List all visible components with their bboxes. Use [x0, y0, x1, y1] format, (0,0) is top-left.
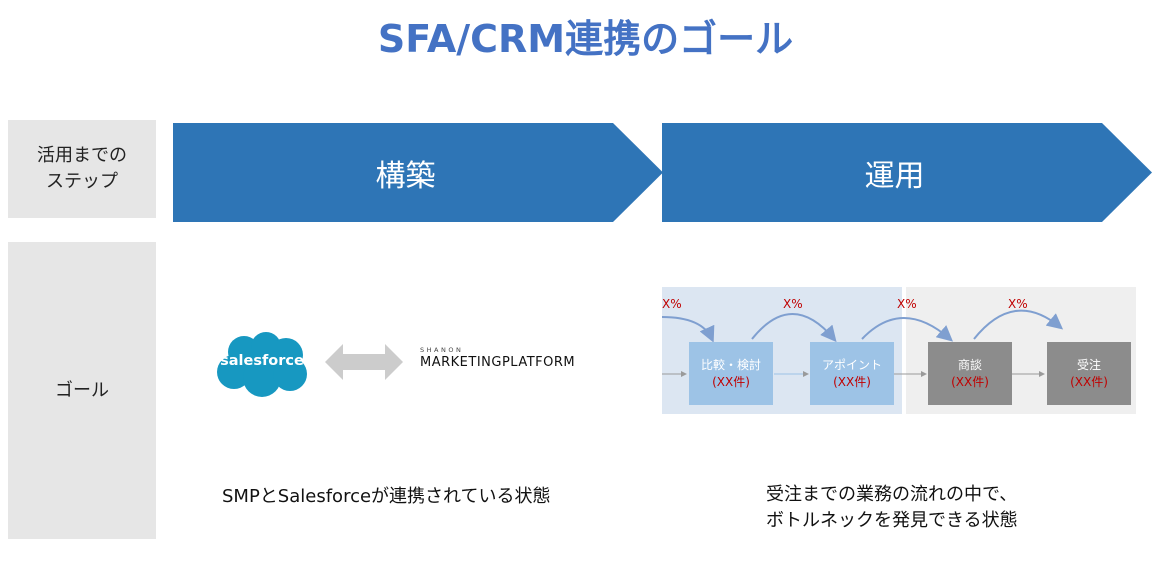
operation-goal-description: 受注までの業務の流れの中で、 ボトルネックを発見できる状態 [766, 482, 1018, 534]
conversion-rate-4: X% [1008, 297, 1028, 311]
step-label-build: 構築 [375, 158, 436, 194]
salesforce-logo-text: salesforce [220, 353, 304, 369]
row-label-goal: ゴール [8, 242, 156, 539]
smp-logo-small: SHANON [420, 346, 464, 354]
salesforce-cloud-icon [217, 332, 307, 397]
page-title: SFA/CRM連携のゴール [377, 17, 794, 61]
flow-step-name: 受注 [1076, 357, 1101, 372]
flow-connectors [662, 309, 1064, 377]
step-arrow-build-shape [173, 123, 663, 222]
flow-step-order: 受注 (XX件) [1047, 342, 1131, 405]
row-label-steps-line1: 活用までの [37, 145, 127, 166]
smp-logo: SHANON MARKETINGPLATFORM [420, 346, 575, 370]
conversion-rate-1: X% [662, 297, 682, 311]
step-label-operation: 運用 [864, 158, 925, 194]
salesforce-logo: salesforce [214, 330, 310, 398]
step-arrow-build: 構築 [173, 123, 663, 222]
rate-curve-2 [751, 313, 837, 343]
flow-step-name: 商談 [957, 357, 982, 372]
flow-step-count: (XX件) [712, 374, 750, 389]
rate-curve-4 [973, 309, 1064, 340]
flow-step-name: アポイント [821, 357, 882, 372]
flow-step-comparison: 比較・検討 (XX件) [689, 342, 773, 405]
smp-logo-main: MARKETINGPLATFORM [420, 355, 576, 370]
operation-goal-description-line1: 受注までの業務の流れの中で、 [766, 484, 1018, 505]
flow-step-count: (XX件) [1070, 374, 1108, 389]
flow-step-name: 比較・検討 [700, 357, 761, 372]
flow-step-negotiation: 商談 (XX件) [928, 342, 1012, 405]
flow-step-count: (XX件) [833, 374, 871, 389]
flow-step-appointment: アポイント (XX件) [810, 342, 894, 405]
step-arrow-operation-shape [662, 123, 1152, 222]
conversion-rate-2: X% [783, 297, 803, 311]
bidirectional-arrow-icon [325, 344, 403, 380]
rate-curve-3 [861, 317, 954, 342]
flow-step-count: (XX件) [951, 374, 989, 389]
step-arrow-operation: 運用 [662, 123, 1152, 222]
operation-goal-description-line2: ボトルネックを発見できる状態 [766, 510, 1018, 531]
rate-curve-1 [662, 316, 715, 343]
conversion-rate-3: X% [897, 297, 917, 311]
row-label-steps: 活用までの ステップ [8, 120, 156, 218]
row-label-steps-line2: ステップ [46, 171, 118, 192]
build-goal-description: SMPとSalesforceが連携されている状態 [222, 486, 551, 507]
